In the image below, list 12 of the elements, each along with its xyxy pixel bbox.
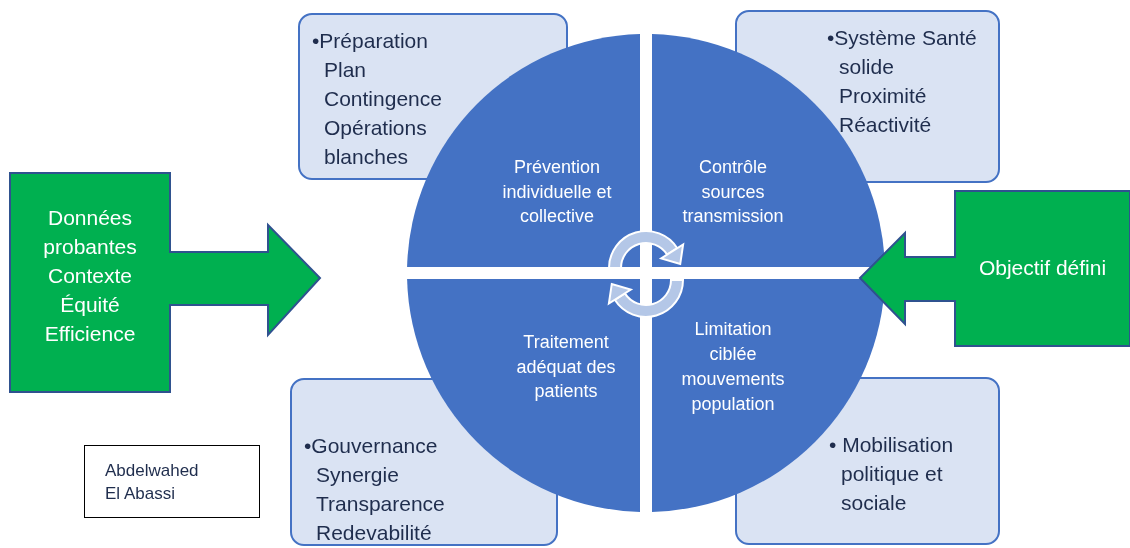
node-text: Prévention individuelle et collective xyxy=(501,155,613,229)
node-text: •Préparation Plan Contingence Opérations blanches xyxy=(312,28,443,170)
node-text: Traitement adéquat des patients xyxy=(515,330,617,404)
node-text: •Gouvernance Synergie Transparence Redevabilité xyxy=(304,433,446,546)
node-text: Données probantes Contexte Équité Efficience xyxy=(42,205,138,347)
node-text: Limitation ciblée mouvements population xyxy=(680,318,786,416)
node-text: Abdelwahed El Abassi xyxy=(105,460,200,506)
node-text: • Mobilisation politique et sociale xyxy=(829,432,955,516)
node-text: Objectif défini xyxy=(977,255,1108,281)
node-text: Contrôle sources transmission xyxy=(681,155,785,229)
node-text: •Système Santé solide Proximité Réactivité xyxy=(827,25,978,138)
author-box xyxy=(84,445,260,518)
